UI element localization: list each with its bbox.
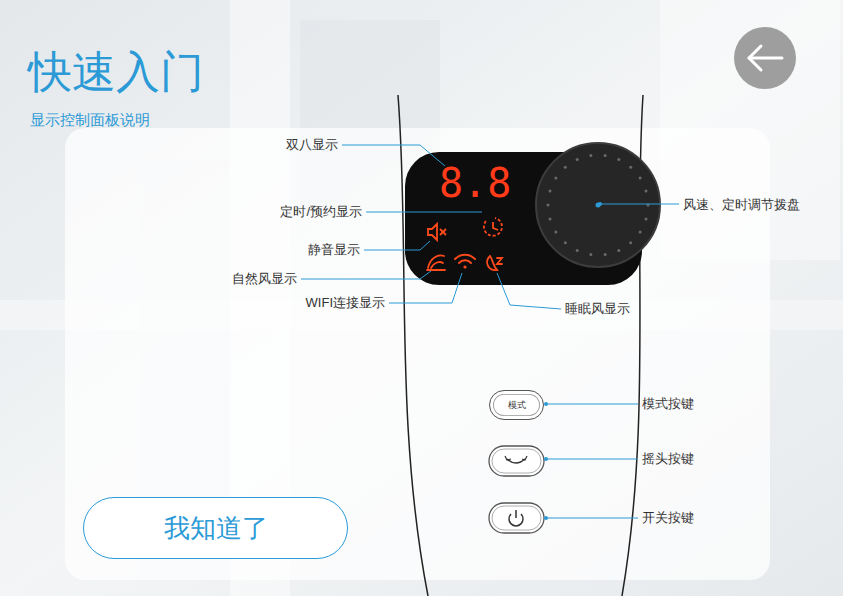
illustration-circle	[647, 204, 650, 207]
illustration-line	[440, 229, 446, 235]
illustration-g	[428, 224, 446, 240]
illustration-circle	[645, 189, 648, 192]
illustration-circle	[544, 457, 548, 461]
callout-label: WIFI连接显示	[306, 294, 385, 312]
illustration-polygon	[428, 224, 437, 240]
illustration-circle	[589, 154, 592, 157]
callout-label: 开关按键	[642, 509, 694, 527]
page-title: 快速入门	[28, 46, 204, 98]
illustration-polyline	[546, 518, 638, 519]
illustration-g	[487, 256, 502, 270]
illustration-g	[547, 154, 650, 256]
illustration-polyline	[749, 46, 761, 70]
illustration-path	[507, 459, 525, 463]
illustration-circle	[598, 202, 602, 206]
illustration-rect	[489, 446, 544, 476]
illustration-line	[515, 510, 517, 518]
illustration-circle	[544, 402, 548, 406]
illustration-polyline	[301, 271, 431, 279]
illustration-circle	[463, 265, 466, 268]
confirm-button-text: 我知道了	[164, 511, 268, 546]
illustration-polyline	[493, 222, 498, 230]
illustration-circle	[639, 177, 642, 180]
callout-label: 静音显示	[308, 241, 360, 259]
illustration-polyline	[522, 456, 527, 460]
illustration-circle	[564, 166, 567, 169]
illustration-circle	[549, 189, 552, 192]
illustration-circle	[604, 253, 607, 256]
illustration-polyline	[600, 204, 679, 205]
mode-button: 模式	[489, 390, 544, 420]
illustration-circle	[564, 241, 567, 244]
illustration-circle	[629, 166, 632, 169]
illustration-path	[509, 514, 523, 526]
illustration-circle	[604, 154, 607, 157]
illustration-circle	[617, 249, 620, 252]
illustration-g	[301, 145, 679, 518]
illustration-path	[487, 256, 497, 270]
illustration-rect	[489, 503, 544, 533]
illustration-circle	[596, 203, 601, 208]
illustration-path	[431, 262, 443, 268]
callout-label: 双八显示	[286, 136, 338, 154]
illustration-polyline	[497, 273, 561, 309]
illustration-circle	[589, 253, 592, 256]
illustration-circle	[576, 158, 579, 161]
illustration-polyline	[546, 459, 638, 460]
display-panel: 8.8	[405, 152, 642, 285]
callout-label: 摇头按键	[642, 450, 694, 468]
illustration-circle	[617, 158, 620, 161]
illustration-line	[440, 229, 446, 235]
callout-label: 睡眠风显示	[565, 300, 630, 318]
illustration-circle	[576, 249, 579, 252]
page-subtitle: 显示控制面板说明	[30, 111, 150, 129]
illustration-polyline	[389, 273, 462, 303]
illustration-circle	[536, 143, 660, 267]
illustration-path	[427, 269, 445, 271]
illustration-circle	[554, 231, 557, 234]
illustration-path	[459, 260, 471, 263]
illustration-g	[455, 255, 475, 269]
illustration-path	[455, 255, 475, 259]
illustration-rect	[65, 128, 770, 580]
illustration-circle	[554, 177, 557, 180]
illustration-g	[427, 256, 445, 271]
illustration-circle	[639, 231, 642, 234]
illustration-circle	[547, 204, 550, 207]
illustration-polyline	[342, 145, 445, 166]
illustration-polyline	[364, 241, 430, 250]
illustration-path	[497, 258, 502, 264]
illustration-rect	[492, 449, 541, 473]
display-panel-text: 8.8	[439, 160, 511, 206]
illustration-circle	[645, 218, 648, 221]
callout-label: 定时/预约显示	[280, 203, 362, 221]
illustration-rect	[492, 506, 541, 530]
mode-button-text: 模式	[508, 399, 526, 412]
callout-label: 模式按键	[642, 395, 694, 413]
illustration-polyline	[366, 212, 482, 213]
illustration-g	[544, 202, 602, 520]
illustration-line	[749, 57, 782, 60]
callout-label: 自然风显示	[232, 270, 297, 288]
confirm-button: 我知道了	[83, 497, 348, 559]
illustration-polyline	[546, 404, 638, 405]
callout-label: 风速、定时调节拨盘	[683, 196, 800, 214]
illustration-path	[428, 256, 444, 269]
illustration-polyline	[505, 456, 511, 460]
illustration-circle	[549, 218, 552, 221]
illustration-g	[484, 218, 502, 236]
illustration-circle	[734, 27, 796, 89]
illustration-path	[484, 218, 502, 236]
illustration-circle	[629, 241, 632, 244]
illustration-circle	[544, 516, 548, 520]
